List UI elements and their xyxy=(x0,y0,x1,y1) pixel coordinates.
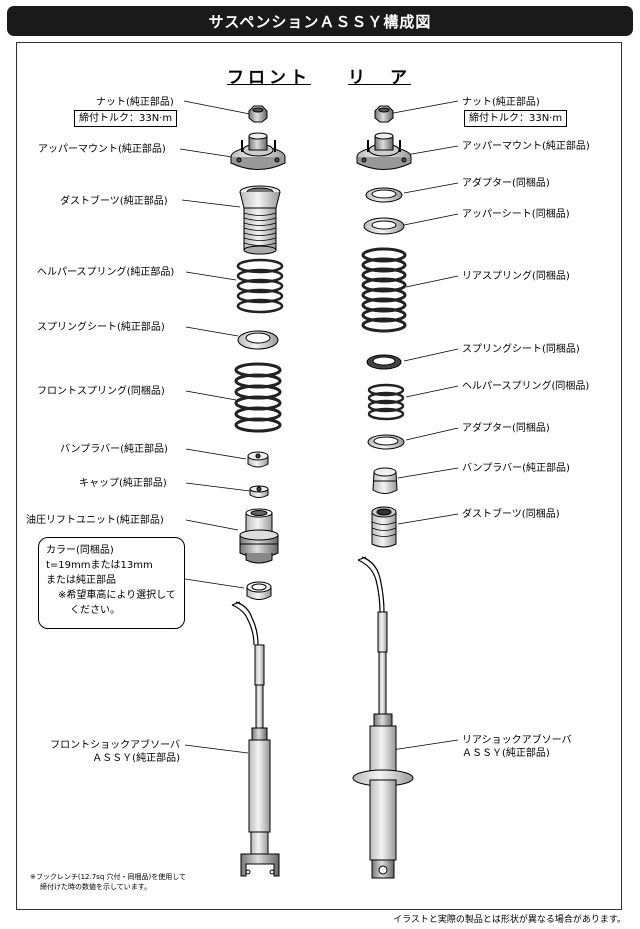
front-shock-label: フロントショックアブソーバ ＡＳＳＹ(純正部品) xyxy=(50,740,180,764)
rear-leader-lines xyxy=(387,100,459,751)
rear-upper-seat-label: アッパーシート(同梱品) xyxy=(462,209,570,220)
rear-helper-spring-label: ヘルパースプリング(同梱品) xyxy=(462,381,590,392)
front-dust-boot-label: ダストブーツ(純正部品) xyxy=(60,196,168,207)
front-heading: フロント xyxy=(227,68,311,88)
rear-dust-boot xyxy=(371,506,397,548)
rear-spring-seat xyxy=(366,354,402,370)
rear-dust-boot-label: ダストブーツ(同梱品) xyxy=(462,509,560,520)
front-spring-seat-label: スプリングシート(純正部品) xyxy=(37,322,165,333)
front-torque-label: 締付トルク：33N·m xyxy=(74,110,178,127)
rear-shock-label: リアショックアブソーバ ＡＳＳＹ(純正部品) xyxy=(462,735,572,759)
rear-nut xyxy=(374,105,394,123)
front-cap xyxy=(249,485,269,498)
rear-adapter-top-label: アダプター(同梱品) xyxy=(462,178,550,189)
rear-main-spring xyxy=(361,247,407,333)
rear-spring-seat-label: スプリングシート(同梱品) xyxy=(462,344,580,355)
rear-adapter-top xyxy=(365,187,403,203)
front-upper-mount xyxy=(230,132,286,170)
rear-shock-absorber xyxy=(352,556,414,879)
rear-upper-mount xyxy=(356,132,412,170)
front-hydraulic-unit-label: 油圧リフトユニット(純正部品) xyxy=(26,515,164,526)
rear-helper-spring xyxy=(367,383,405,421)
rear-torque-label: 締付トルク：33N·m xyxy=(464,110,568,127)
front-helper-spring-label: ヘルパースプリング(純正部品) xyxy=(37,267,175,278)
torque-footnote: ※フックレンチ(12.7sq 穴付・同梱品)を使用して 締付けた時の数値を示して… xyxy=(30,873,187,891)
rear-adapter-bottom xyxy=(367,434,405,450)
front-nut-label: ナット(純正部品) xyxy=(96,97,174,108)
rear-heading: リ ア xyxy=(348,68,411,88)
front-dust-boot xyxy=(239,185,281,255)
rear-upper-seat xyxy=(363,217,405,235)
front-collar xyxy=(246,581,272,600)
rear-bump-rubber-label: バンプラバー(純正部品) xyxy=(462,463,570,474)
front-main-spring xyxy=(234,362,282,433)
front-helper-spring xyxy=(236,258,284,314)
front-main-spring-label: フロントスプリング(同梱品) xyxy=(37,386,165,397)
rear-bump-rubber xyxy=(372,467,398,494)
disclaimer: イラストと実際の製品とは形状が異なる場合があります。 xyxy=(393,915,626,925)
front-leader-lines xyxy=(179,100,251,754)
rear-main-spring-label: リアスプリング(同梱品) xyxy=(462,271,570,282)
front-nut xyxy=(248,105,268,123)
front-bump-rubber xyxy=(247,451,269,468)
diagram-frame xyxy=(16,42,622,910)
front-bump-rubber-label: バンプラバー(純正部品) xyxy=(60,444,168,455)
front-shock-absorber xyxy=(231,601,280,877)
rear-nut-label: ナット(純正部品) xyxy=(462,97,540,108)
front-hydraulic-lift-unit xyxy=(239,508,279,564)
front-upper-mount-label: アッパーマウント(純正部品) xyxy=(38,144,166,155)
front-cap-label: キャップ(純正部品) xyxy=(79,478,167,489)
collar-note: カラー(同梱品) t=19mmまたは13mm または純正部品 ※希望車高により選… xyxy=(38,537,185,629)
page-title: サスペンションＡＳＳＹ構成図 xyxy=(7,6,633,36)
front-spring-seat xyxy=(237,330,279,350)
rear-upper-mount-label: アッパーマウント(純正部品) xyxy=(462,141,590,152)
rear-adapter-bottom-label: アダプター(同梱品) xyxy=(462,423,550,434)
